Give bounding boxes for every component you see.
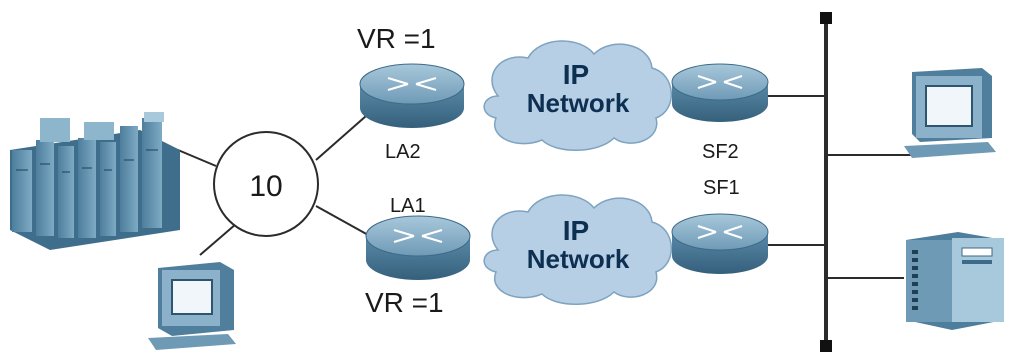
cloud-icon xyxy=(483,194,672,305)
server-cluster-icon xyxy=(10,112,180,250)
router-icon xyxy=(671,213,769,274)
router-sf1: SF1 xyxy=(671,177,769,274)
link-ring-la1 xyxy=(315,205,371,237)
link-ring-la2 xyxy=(315,115,367,161)
link-workstation-ring xyxy=(199,223,237,256)
router-sf1-label: SF1 xyxy=(703,177,740,199)
router-la2-vr: VR =1 xyxy=(357,23,436,54)
router-la2: VR =1 LA2 xyxy=(357,23,465,163)
cloud-bottom-line2: Network xyxy=(527,244,630,274)
bus-terminator-top xyxy=(820,12,832,24)
router-icon xyxy=(671,63,769,122)
terminal-icon xyxy=(904,68,996,158)
router-la2-label: LA2 xyxy=(385,141,421,163)
cloud-icon xyxy=(483,40,672,151)
link-cluster-ring xyxy=(177,149,217,167)
ip-network-cloud-bottom: IP Network xyxy=(483,194,672,305)
cloud-top-line2: Network xyxy=(527,88,630,118)
cloud-top-line1: IP xyxy=(563,59,589,90)
router-sf2: SF2 xyxy=(671,63,769,163)
bus-terminator-bottom xyxy=(820,340,832,352)
ring-label: 10 xyxy=(249,170,282,203)
cloud-bottom-line1: IP xyxy=(563,215,589,246)
router-la1: LA1 VR =1 xyxy=(365,195,471,318)
ip-network-cloud-top: IP Network xyxy=(483,40,672,151)
server-icon xyxy=(906,232,1004,330)
links xyxy=(177,18,912,348)
router-icon xyxy=(365,215,471,280)
router-la1-label: LA1 xyxy=(390,195,426,217)
router-sf2-label: SF2 xyxy=(702,141,739,163)
router-la1-vr: VR =1 xyxy=(365,287,444,318)
workstation-icon xyxy=(148,262,236,350)
router-icon xyxy=(359,63,465,128)
ring-node: 10 xyxy=(213,131,319,237)
